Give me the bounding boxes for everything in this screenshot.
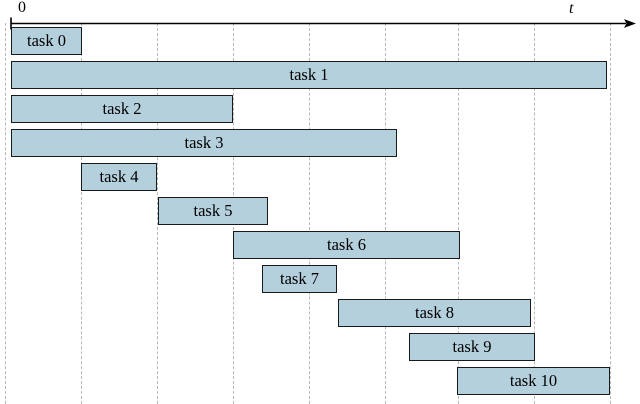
- task-bar[interactable]: task 4: [81, 163, 157, 191]
- gridline-0: [5, 23, 6, 404]
- task-bar-label: task 8: [415, 302, 454, 322]
- time-axis: [0, 17, 640, 31]
- task-bar-label: task 0: [27, 30, 66, 50]
- task-bar-label: task 10: [509, 370, 558, 390]
- task-bar[interactable]: task 3: [11, 129, 397, 157]
- gridline-8: [610, 23, 611, 404]
- gridline-5: [385, 23, 386, 404]
- task-bar-label: task 1: [289, 64, 329, 84]
- task-bar[interactable]: task 10: [457, 367, 610, 395]
- axis-time-variable-label: t: [569, 0, 574, 17]
- task-bar-label: task 7: [280, 268, 319, 288]
- axis-origin-label: 0: [18, 0, 26, 16]
- task-bar[interactable]: task 9: [409, 333, 535, 361]
- task-bar-label: task 9: [452, 336, 492, 356]
- task-bar[interactable]: task 6: [233, 231, 460, 259]
- task-bar-label: task 4: [99, 166, 139, 186]
- task-bar[interactable]: task 0: [11, 27, 82, 55]
- task-bar[interactable]: task 1: [11, 61, 607, 89]
- task-bar-label: task 2: [102, 98, 142, 118]
- task-bar[interactable]: task 2: [11, 95, 233, 123]
- time-axis-arrow-icon: [10, 17, 636, 30]
- task-bar[interactable]: task 7: [262, 265, 337, 293]
- gridline-7: [534, 23, 535, 404]
- task-bar[interactable]: task 5: [158, 197, 268, 225]
- gridline-6: [458, 23, 459, 404]
- gridline-4: [309, 23, 310, 404]
- gridline-2: [157, 23, 158, 404]
- task-bar[interactable]: task 8: [338, 299, 531, 327]
- gridline-1: [81, 23, 82, 404]
- task-bar-label: task 5: [193, 200, 233, 220]
- task-bar-label: task 3: [184, 132, 224, 152]
- task-bar-label: task 6: [327, 234, 366, 254]
